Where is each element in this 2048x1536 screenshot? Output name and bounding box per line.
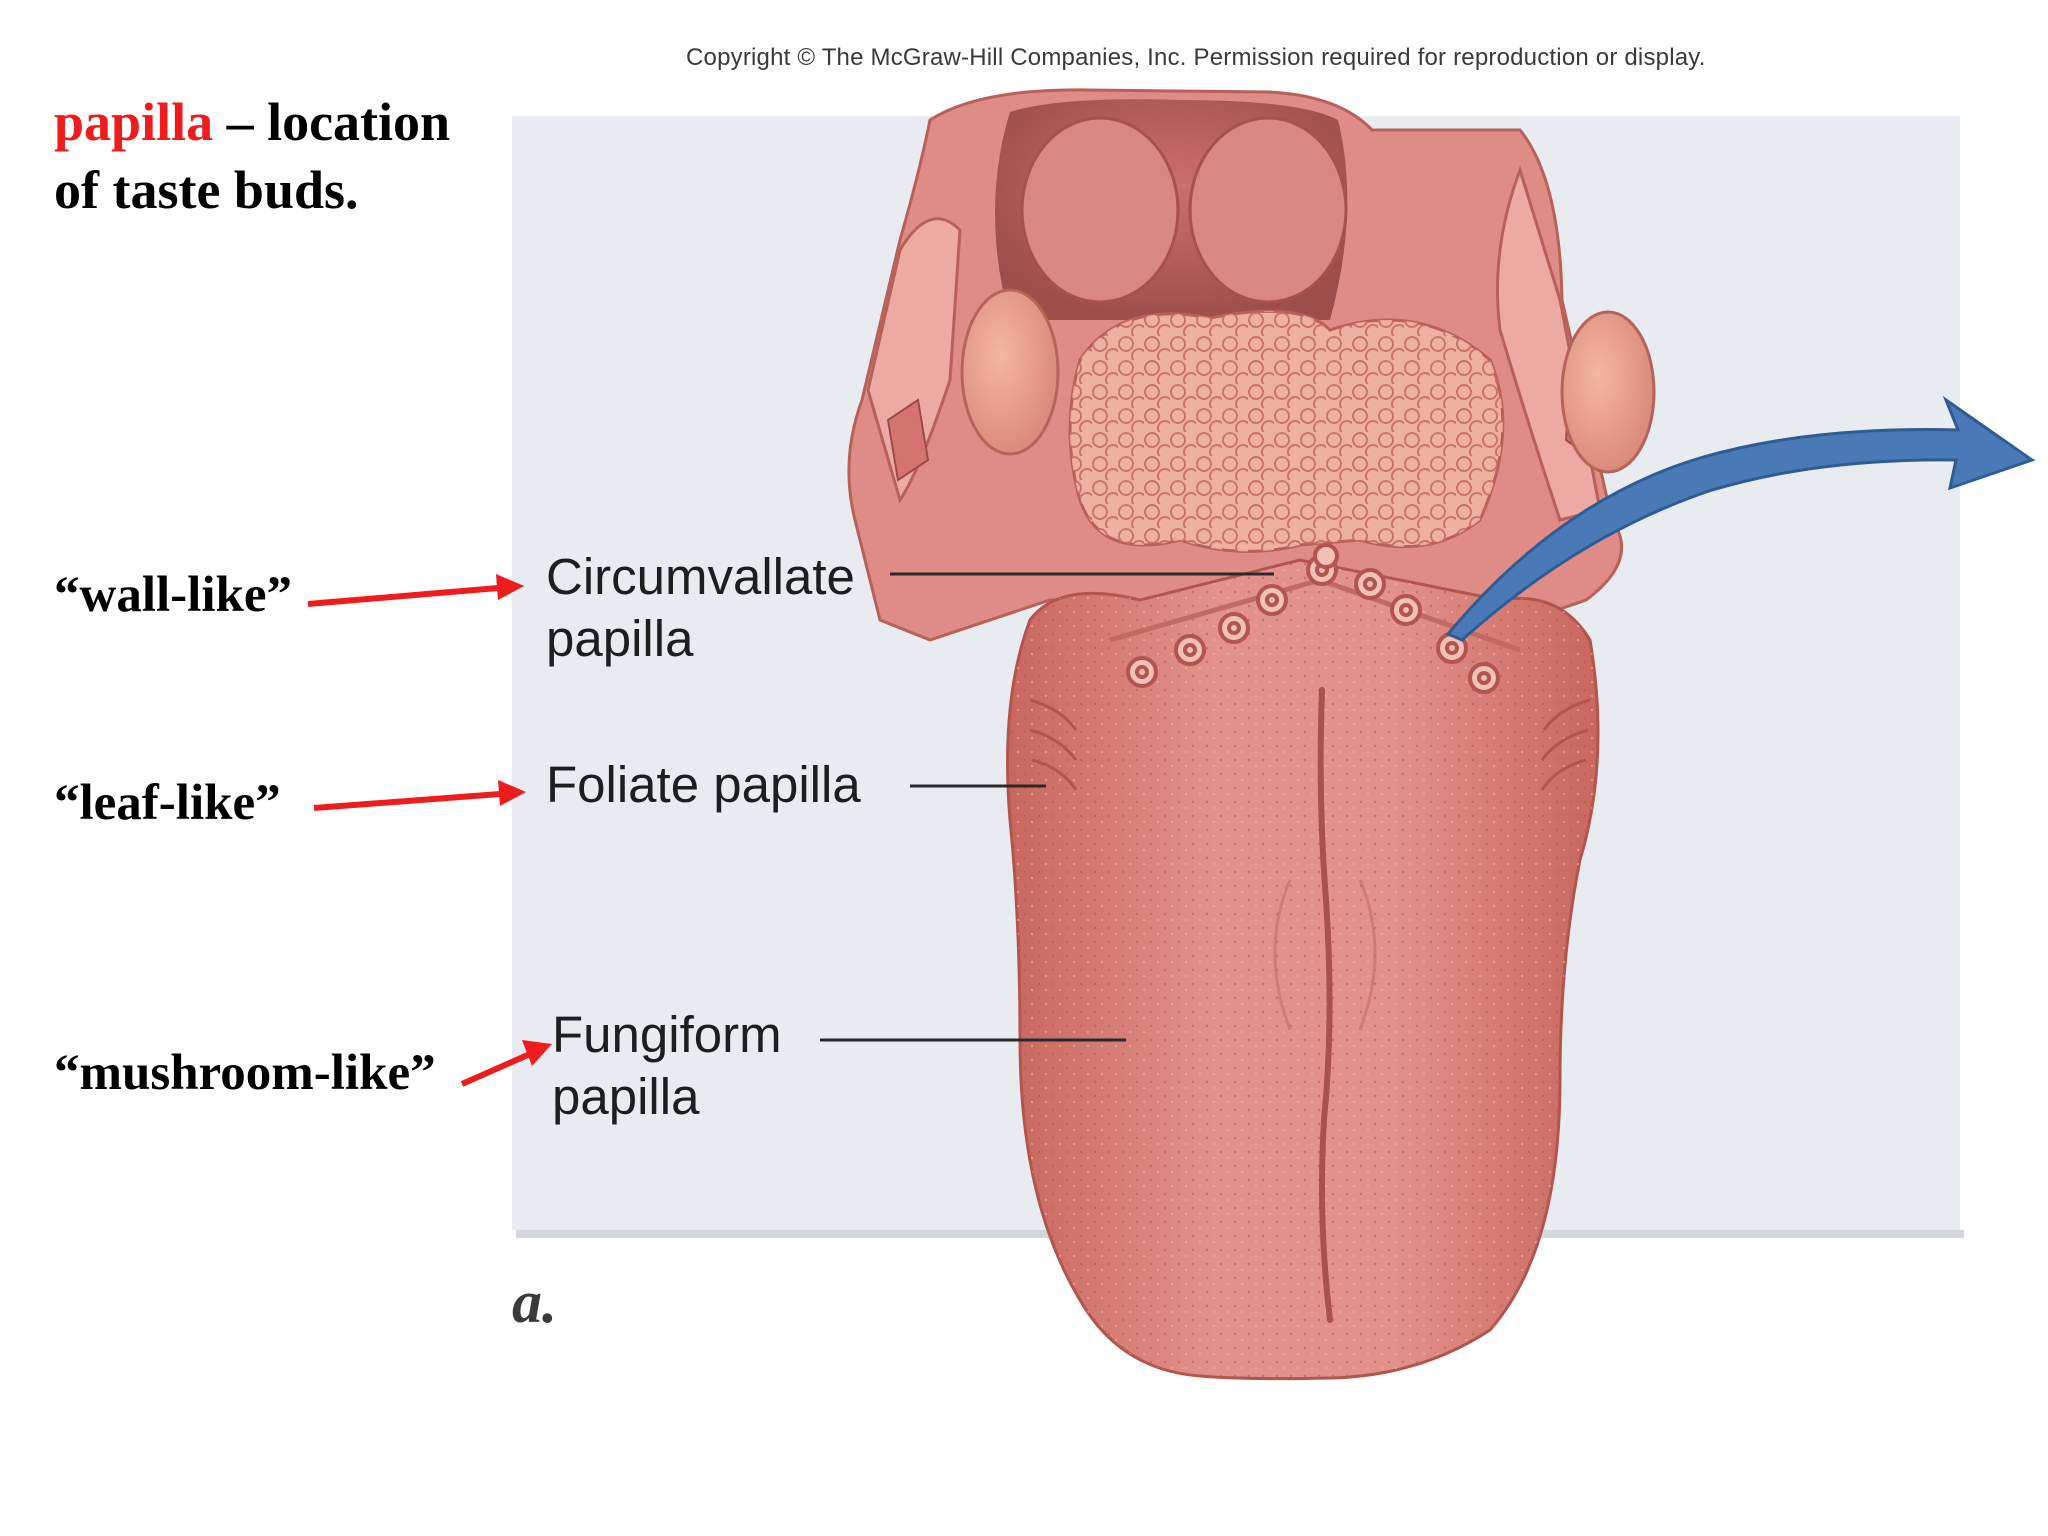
median-sulcus (1317, 687, 1333, 1323)
circumvallate-papillae (1126, 543, 1500, 694)
heading-line2: of taste buds. (54, 160, 359, 220)
label-fungiform-line2: papilla (552, 1068, 700, 1125)
heading-keyword: papilla (54, 92, 214, 152)
pointer-arrow-wall (307, 574, 524, 607)
pointer-arrow-leaf (313, 780, 526, 811)
callout-arrow (1445, 395, 2036, 642)
label-circumvallate-line2: papilla (546, 610, 694, 667)
description-wall-like: “wall-like” (54, 567, 292, 623)
slide-heading: papilla – location of taste buds. (54, 88, 514, 224)
label-foliate: Foliate papilla (546, 756, 861, 813)
pointer-arrow-mushroom (460, 1040, 552, 1087)
panel-letter: a. (512, 1269, 557, 1335)
label-circumvallate-line1: Circumvallate (546, 548, 855, 605)
description-mushroom-like: “mushroom-like” (54, 1045, 436, 1101)
heading-rest: – location (213, 92, 451, 152)
description-leaf-like: “leaf-like” (54, 775, 281, 831)
tonsil-left (960, 288, 1060, 456)
label-fungiform-line1: Fungiform (552, 1006, 782, 1063)
copyright-notice: Copyright © The McGraw-Hill Companies, I… (686, 44, 1706, 71)
tonsil-right (1560, 310, 1656, 474)
